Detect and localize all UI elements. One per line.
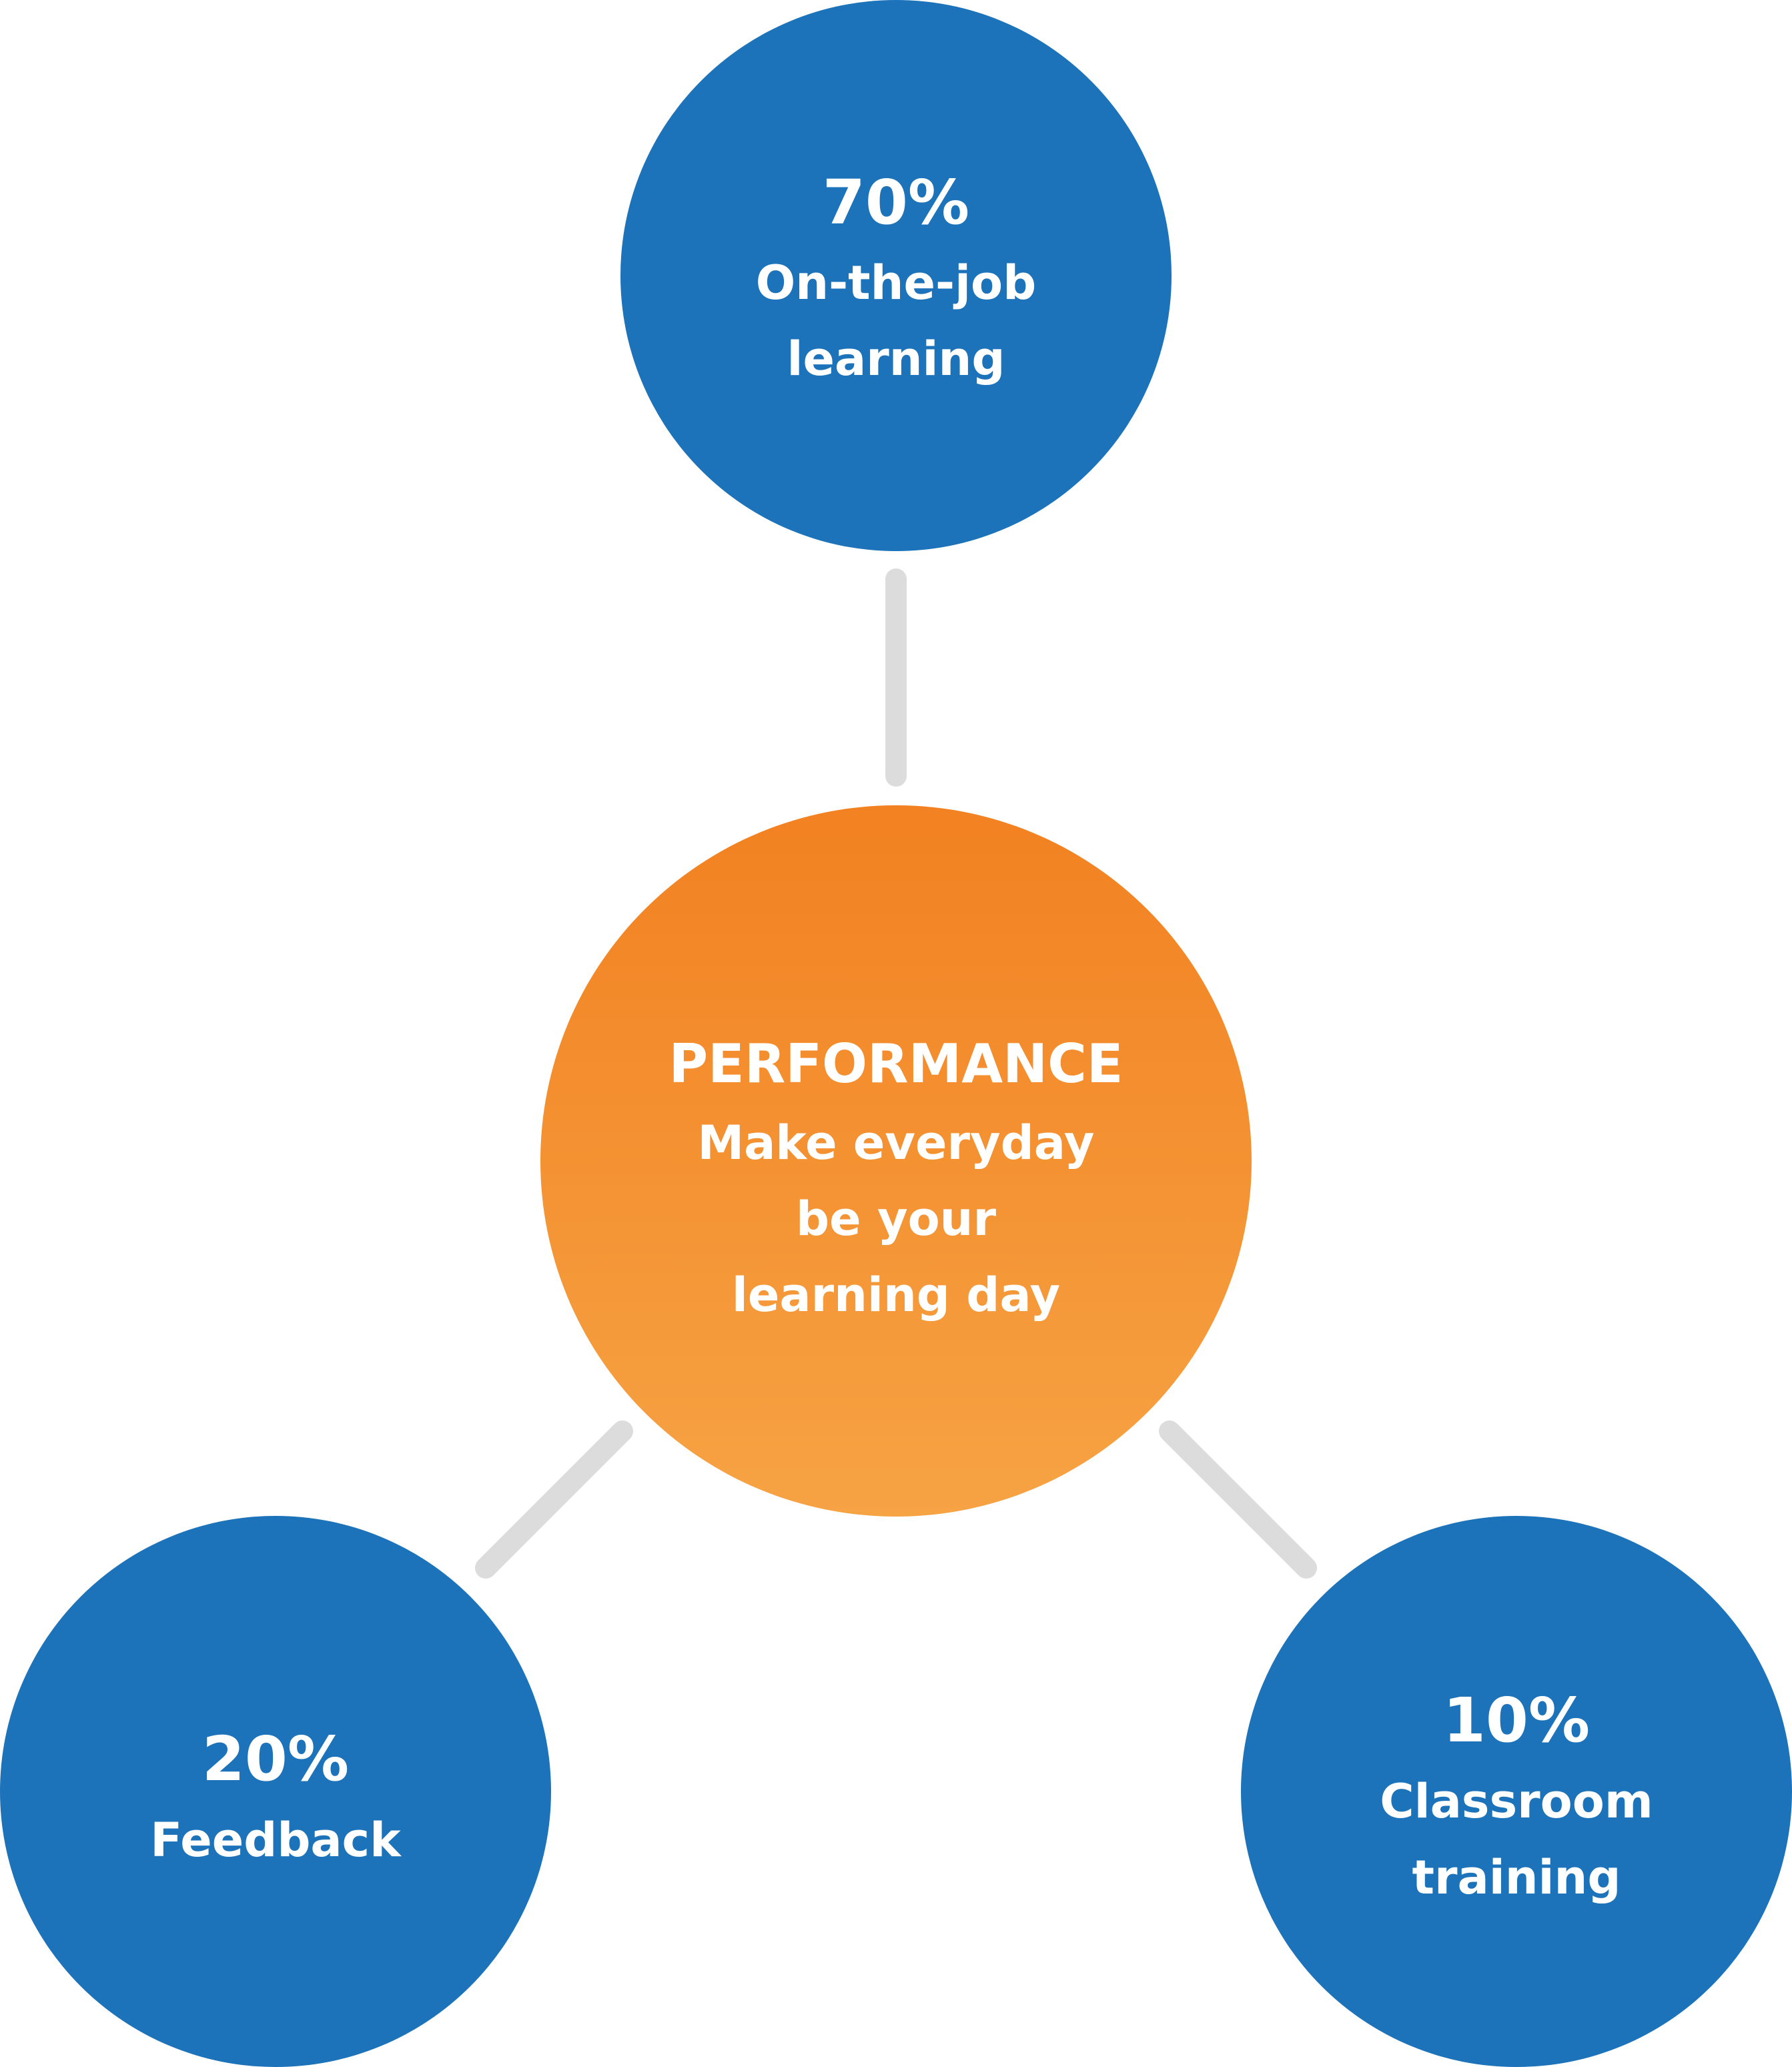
right-label-line1: Classroom: [1380, 1774, 1653, 1829]
top-label-line1: On-the-job: [756, 256, 1036, 310]
center-circle: [540, 805, 1252, 1517]
right-circle: [1241, 1516, 1792, 2067]
center-line2: be your: [796, 1192, 997, 1246]
top-label-line2: learning: [787, 332, 1005, 386]
center-title: PERFORMANCE: [669, 1033, 1124, 1095]
node-performance: PERFORMANCE Make everyday be your learni…: [540, 805, 1252, 1517]
top-percent: 70%: [823, 167, 969, 238]
connector-left: [475, 1420, 633, 1579]
center-line3: learning day: [732, 1268, 1060, 1322]
right-percent: 10%: [1443, 1685, 1590, 1756]
center-line1: Make everyday: [698, 1116, 1095, 1170]
left-circle: [0, 1516, 551, 2067]
connector-right: [1159, 1420, 1317, 1579]
right-label-line2: training: [1412, 1850, 1621, 1905]
top-circle: [620, 0, 1172, 551]
node-classroom-training: 10% Classroom training: [1241, 1516, 1792, 2067]
node-feedback: 20% Feedback: [0, 1516, 551, 2067]
left-percent: 20%: [202, 1723, 349, 1795]
left-label-line1: Feedback: [150, 1813, 402, 1868]
node-on-the-job-learning: 70% On-the-job learning: [620, 0, 1172, 551]
